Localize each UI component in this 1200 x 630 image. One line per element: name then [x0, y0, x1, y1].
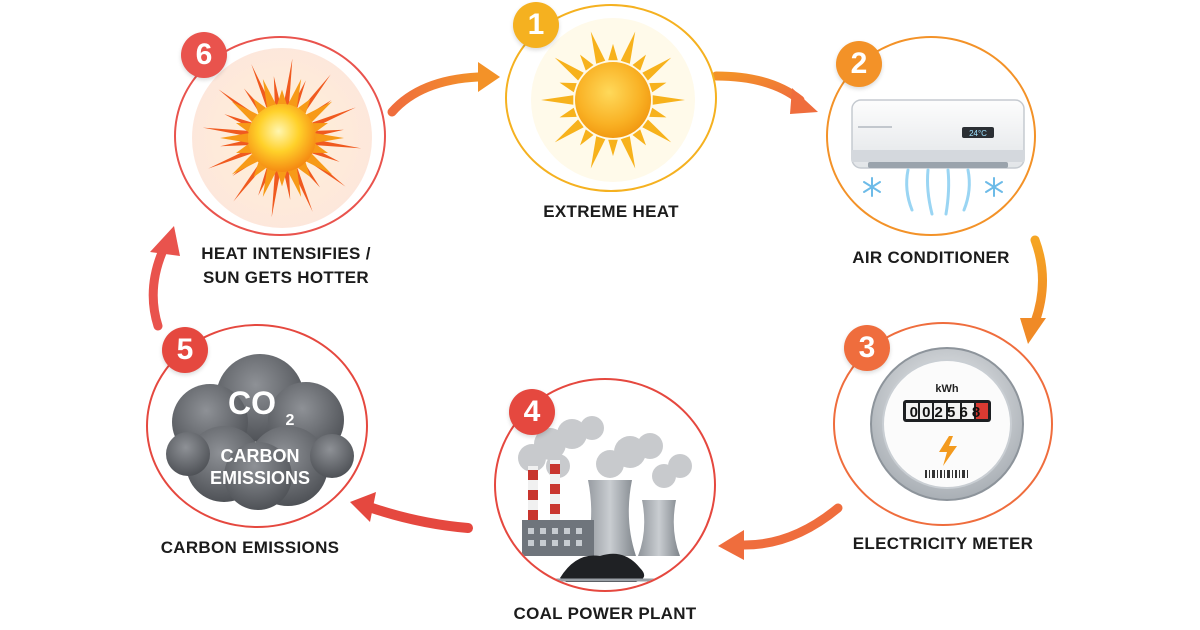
step-4-circle [494, 378, 716, 592]
arrow-5-to-6 [148, 226, 180, 331]
step-2-badge: 2 [836, 41, 882, 87]
power-plant-icon [516, 416, 700, 582]
step-3-badge: 3 [844, 325, 890, 371]
arrow-6-to-1 [387, 62, 500, 117]
arrow-2-to-3 [1020, 235, 1047, 344]
step-2-label: AIR CONDITIONER [852, 248, 1010, 267]
cloud-text-line-2: EMISSIONS [210, 468, 310, 488]
co2-formula: CO [228, 385, 276, 421]
step-5-circle: CO 2 CARBON EMISSIONS [146, 324, 368, 528]
step-6-badge: 6 [181, 32, 227, 78]
step-4-badge: 4 [509, 389, 555, 435]
coal-pile [560, 553, 645, 582]
cooling-tower [584, 480, 636, 556]
cooling-tower [638, 500, 680, 556]
barcode [925, 470, 968, 478]
meter-unit: kWh [935, 383, 959, 395]
air-conditioner-icon: 24°C [851, 99, 1025, 216]
arrow-4-to-5 [350, 492, 473, 533]
electricity-meter-icon: kWh 002568 [870, 347, 1024, 501]
step-6-label-line-2: SUN GETS HOTTER [202, 268, 369, 287]
step-5-label: CARBON EMISSIONS [160, 538, 340, 557]
step-6-label-line-1: HEAT INTENSIFIES / [201, 244, 371, 263]
co2-subscript: 2 [286, 412, 295, 429]
step-1-badge: 1 [513, 2, 559, 48]
lightning-icon [939, 436, 957, 466]
snowflake-icon [985, 177, 1003, 197]
smoke-cloud-icon: CO 2 CARBON EMISSIONS [166, 354, 354, 510]
step-1-label: EXTREME HEAT [543, 202, 679, 221]
meter-reading: 002568 [910, 404, 985, 421]
step-4-label: COAL POWER PLANT [513, 604, 697, 623]
arrow-3-to-4 [718, 503, 843, 560]
ac-display: 24°C [969, 129, 987, 138]
sun-icon [531, 18, 695, 182]
step-5-badge: 5 [162, 327, 208, 373]
step-6-circle [174, 36, 386, 236]
hot-sun-icon [192, 48, 372, 228]
meter-digits [906, 403, 988, 419]
step-6-label: HEAT INTENSIFIES / SUN GETS HOTTER [168, 242, 404, 290]
step-3-label: ELECTRICITY METER [852, 534, 1034, 553]
step-2-circle: 24°C [826, 36, 1036, 236]
arrow-1-to-2 [711, 71, 818, 114]
snowflake-icon [863, 177, 881, 197]
cloud-text-line-1: CARBON [221, 446, 300, 466]
